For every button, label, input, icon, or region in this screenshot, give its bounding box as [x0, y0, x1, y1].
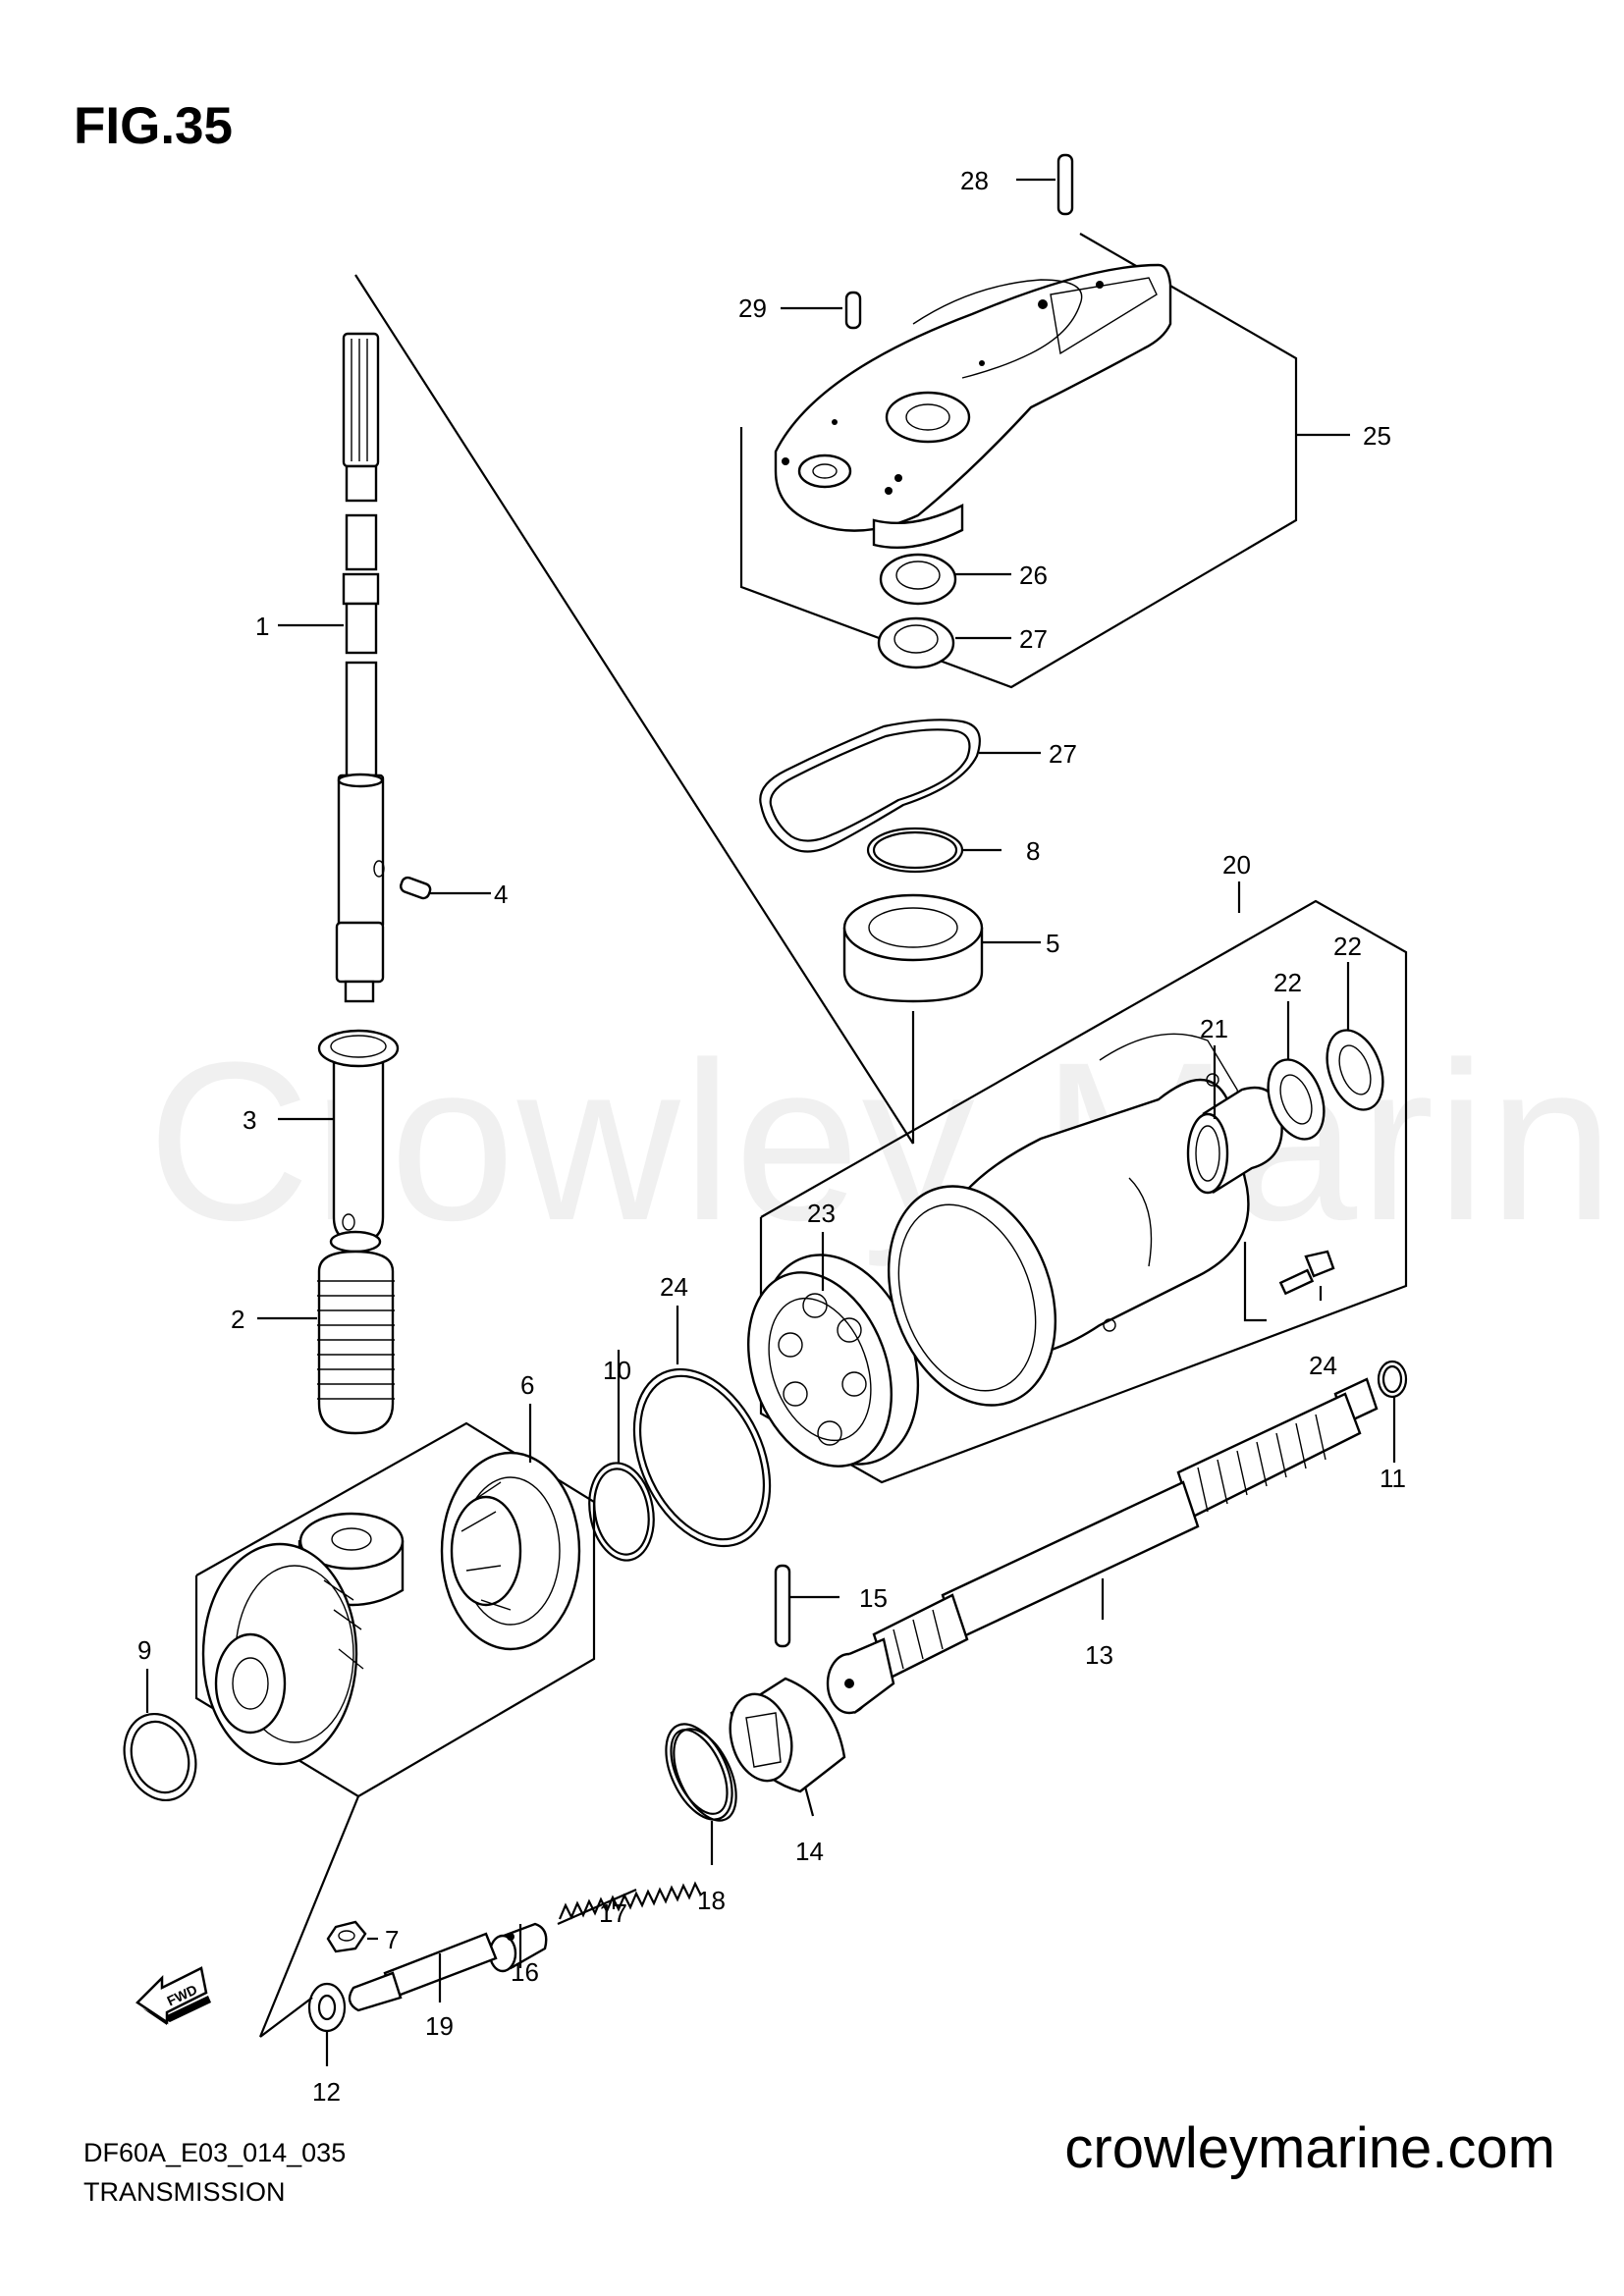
callout-13: 13 [1085, 1640, 1113, 1670]
part-1-drive-shaft [335, 332, 385, 1003]
callout-17: 17 [599, 1898, 627, 1928]
site-url[interactable]: crowleymarine.com [1064, 2116, 1555, 2180]
part-11-clip [1377, 1360, 1408, 1399]
callout-16: 16 [511, 1957, 539, 1987]
part-5-bearing [842, 893, 984, 1003]
part-13-prop-shaft [826, 1377, 1379, 1715]
callout-6: 6 [520, 1370, 534, 1400]
callout-19: 19 [425, 2011, 454, 2041]
callout-9: 9 [137, 1635, 151, 1665]
part-10-ring [588, 1462, 655, 1562]
callout-8: 8 [1026, 836, 1040, 866]
part-15-pin [774, 1564, 791, 1648]
callout-18: 18 [697, 1886, 726, 1915]
part-6-gear-set [201, 1451, 581, 1766]
assembly-outlines [194, 233, 1408, 2038]
callout-11: 11 [1380, 1464, 1406, 1493]
part-2-boot [317, 1230, 395, 1435]
callout-22-left: 22 [1273, 968, 1302, 997]
callout-10: 10 [603, 1356, 631, 1385]
part-22-seal-left [1267, 1058, 1326, 1141]
part-14-clutch [729, 1677, 846, 1793]
callout-27-upper: 26 [1019, 561, 1048, 590]
leader-lines [145, 178, 1396, 2066]
callout-4: 4 [494, 880, 508, 909]
part-17-spring [557, 1881, 702, 1926]
part-28-gasket [759, 719, 981, 853]
callout-27-lower: 27 [1019, 624, 1048, 654]
callout-7: 7 [385, 1925, 399, 1954]
figure-code: DF60A_E03_014_035 [83, 2138, 347, 2167]
part-24-o-ring [632, 1367, 772, 1548]
part-19-push-rod [348, 1932, 498, 2012]
callout-30: 28 [960, 166, 989, 195]
callout-numbers: 28 29 25 26 27 27 8 5 1 4 3 2 20 21 22 2… [137, 166, 1406, 2107]
part-23-bearing [746, 1254, 920, 1468]
callout-23: 23 [807, 1199, 836, 1228]
figure-title: FIG.35 [74, 97, 234, 155]
part-12-washer [307, 1982, 347, 2033]
callout-28: 27 [1049, 739, 1077, 769]
part-9-shim [123, 1712, 197, 1802]
part-22-seal-right [1326, 1029, 1384, 1111]
part-21-bushing [1186, 1086, 1283, 1195]
part-29-pin [844, 291, 862, 330]
part-27-seal-lower [877, 616, 955, 669]
part-3-sleeve [317, 1029, 400, 1244]
part-7-nut [326, 1920, 367, 1953]
callout-12: 12 [312, 2077, 341, 2107]
callout-14: 14 [795, 1837, 824, 1866]
part-8-ring [866, 827, 964, 874]
callout-24: 24 [660, 1272, 688, 1302]
callout-15: 15 [859, 1583, 888, 1613]
part-30-pin [1056, 153, 1074, 216]
callout-1: 1 [255, 612, 269, 641]
callout-26: 25 [1363, 421, 1391, 451]
callout-20: 20 [1222, 850, 1251, 880]
callout-21: 21 [1200, 1014, 1228, 1043]
part-26-gear-plate [774, 263, 1172, 550]
part-4-pin [400, 876, 432, 900]
callout-29: 29 [738, 294, 767, 323]
callout-22-right: 22 [1333, 932, 1362, 961]
part-18-spring-clip [665, 1723, 737, 1822]
callout-25: 24 [1309, 1351, 1337, 1380]
callout-3: 3 [243, 1105, 256, 1135]
forward-arrow-icon: FWD [135, 1966, 211, 2025]
part-27-seal-upper [879, 553, 957, 606]
figure-caption: TRANSMISSION [83, 2177, 286, 2207]
part-20-housing [887, 1033, 1250, 1407]
callout-5: 5 [1046, 929, 1059, 958]
callout-2: 2 [231, 1305, 244, 1334]
part-25-bolt [1278, 1250, 1335, 1296]
